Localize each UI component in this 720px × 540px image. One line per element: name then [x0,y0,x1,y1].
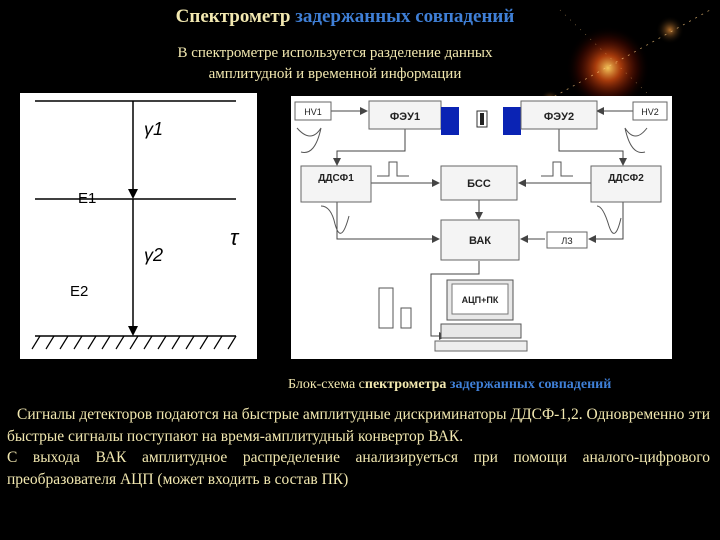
hv2-box [632,101,668,121]
square-pulse-left [377,161,409,177]
feu1-label: ФЭУ1 [390,111,420,123]
subtitle-line1: В спектрометре используется разделение д… [177,45,493,61]
tau-label: τ [230,225,240,250]
adc-label: АЦП+ПК [462,295,499,305]
pulse-shape-left [296,127,322,153]
subtitle-line2: амплитудной и временной информации [208,66,462,82]
caption-part2: пектрометра [364,377,447,392]
title-part2: задержанных совпадений [295,6,515,27]
hv1-box [294,101,332,121]
ddsf1-label: ДДСФ1 [318,173,354,184]
page-title: Спектрометр задержанных совпадений [0,6,690,28]
scintillator-right [503,107,521,135]
vak-box [440,219,520,261]
caption-part1: Блок-схема с [288,377,365,392]
neg-pulse-left [320,205,350,234]
feu2-label: ФЭУ2 [544,111,574,123]
e1-label: E1 [78,190,96,207]
bss-box [440,165,518,201]
scintillator-left [441,107,459,135]
ground-hatching [31,335,237,350]
body-text: Сигналы детекторов подаются на быстрые а… [7,404,710,490]
caption-part3: задержанных совпадений [446,377,612,392]
neg-pulse-right [596,205,622,234]
lz-box [546,231,588,249]
ddsf2-box [590,165,662,203]
gamma1-arrowhead [128,189,138,199]
block-diagram: HV1 HV2 ФЭУ1 ФЭУ2 ДДСФ1 ДДСФ2 БСС [294,100,668,352]
hv2-label: HV2 [641,107,659,117]
gamma1-label: γ1 [144,119,163,139]
paragraph-1: Сигналы детекторов подаются на быстрые а… [7,406,710,445]
feu1-box [368,100,442,130]
lz-label: ЛЗ [561,236,572,246]
vak-label: ВАК [469,235,491,247]
block-diagram-panel: HV1 HV2 ФЭУ1 ФЭУ2 ДДСФ1 ДДСФ2 БСС [291,96,672,359]
hv1-label: HV1 [304,107,322,117]
gamma2-label: γ2 [144,245,163,265]
block-diagram-caption: Блок-схема спектрометра задержанных совп… [288,377,611,393]
paragraph-2: С выхода ВАК амплитудное распределение а… [7,449,710,488]
computer-icon [434,279,528,352]
title-part1: Спектрометр [175,6,291,27]
level-diagram-panel: γ1 γ2 E1 E2 τ [20,93,257,359]
pulse-shape-right [624,127,648,153]
subtitle: В спектрометре используется разделение д… [120,43,550,85]
amplitude-pulses [378,287,412,329]
square-pulse-right [541,161,573,177]
level-diagram: γ1 γ2 E1 E2 τ [31,100,240,350]
ddsf1-box [300,165,372,203]
bss-label: БСС [467,178,491,190]
ddsf2-label: ДДСФ2 [608,173,644,184]
e2-label: E2 [70,283,88,300]
gamma2-arrowhead [128,326,138,336]
feu2-box [520,100,598,130]
